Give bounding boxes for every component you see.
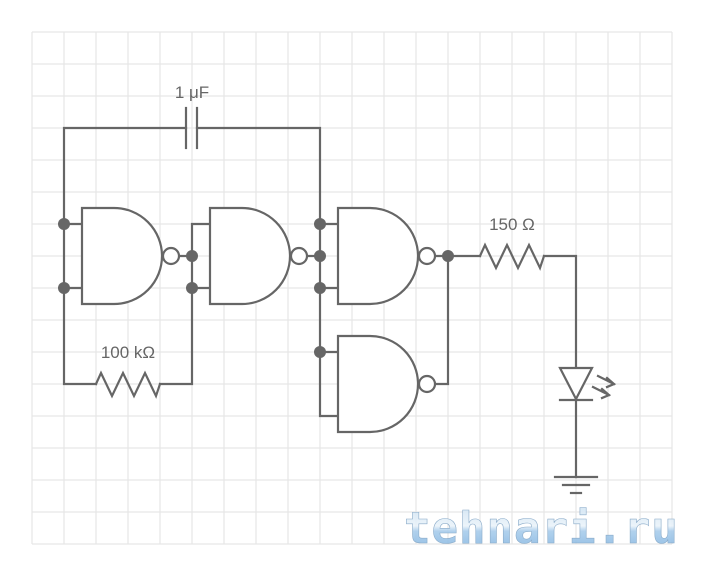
wire-res-right — [158, 286, 194, 386]
wire-res-left — [62, 286, 98, 386]
nand-gate-2-bubble — [289, 246, 309, 266]
junction-dot — [186, 250, 198, 262]
nand-gate-3-body — [336, 206, 420, 306]
wire-cap-right — [195, 126, 322, 226]
nand-gate-4-body — [336, 334, 420, 434]
junction-dot — [58, 218, 70, 230]
led-triangle — [558, 366, 594, 402]
junction-dot — [186, 282, 198, 294]
junction-dot — [58, 282, 70, 294]
junction-dot — [314, 250, 326, 262]
junctions — [58, 218, 454, 358]
junction-dot — [314, 282, 326, 294]
nand-gate-4[interactable] — [336, 334, 437, 434]
nand-gate-1-bubble — [161, 246, 181, 266]
resistor-100k[interactable]: 100 kΩ — [94, 343, 162, 399]
wire-outputs — [432, 254, 482, 386]
resistor-150-label: 150 Ω — [489, 215, 535, 234]
nand-gate-3-bubble — [417, 246, 437, 266]
capacitor-label: 1 μF — [175, 83, 209, 102]
nand-gate-3[interactable] — [336, 206, 437, 306]
nand-gate-4-bubble — [417, 374, 437, 394]
wire-led — [542, 254, 578, 479]
watermark: tehnari.ru — [404, 503, 679, 554]
junction-dot — [314, 346, 326, 358]
capacitor[interactable]: 1 μF — [175, 83, 209, 150]
junction-dot — [314, 218, 326, 230]
nand-gate-2[interactable] — [208, 206, 309, 306]
resistor-100k-zigzag — [94, 370, 162, 399]
resistor-150[interactable]: 150 Ω — [478, 215, 546, 271]
led[interactable] — [558, 366, 617, 402]
light-emission-icon — [591, 374, 617, 400]
nand-gate-2-body — [208, 206, 292, 306]
nand-gate-1[interactable] — [80, 206, 181, 306]
wire-cap-left — [62, 126, 188, 226]
resistor-150-zigzag — [478, 242, 546, 271]
nand-gate-1-body — [80, 206, 164, 306]
ground-icon — [553, 475, 599, 495]
resistor-100k-label: 100 kΩ — [101, 343, 155, 362]
junction-dot — [442, 250, 454, 262]
